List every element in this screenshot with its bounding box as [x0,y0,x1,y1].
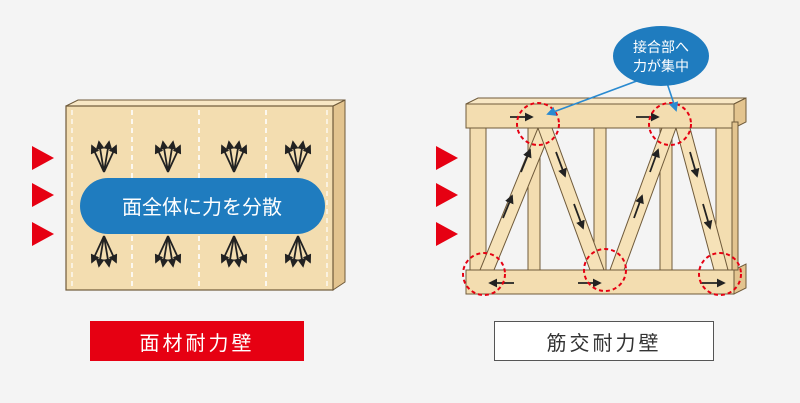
load-arrow-icon [436,222,458,246]
load-arrow-icon [436,183,458,207]
distribution-pill [80,178,325,234]
top-plate-end [733,97,747,129]
panel-wall-caption: 面材耐力壁 [90,321,304,361]
right-load-arrows [436,146,458,246]
braced-frame-wall [465,97,747,295]
post-side [731,121,739,271]
callout-text-line2: 力が集中 [633,58,689,75]
distribution-arrows-top [90,140,312,173]
post [469,127,487,271]
callout-text-line1: 接合部へ [633,39,689,56]
joint-circle [462,252,506,296]
joint-callout: 接合部へ 力が集中 [546,26,709,116]
top-plate-top [465,97,747,105]
top-plate [465,103,735,129]
load-arrow-icon [32,222,54,246]
panel-side-face [332,99,346,291]
brace [675,127,729,271]
load-arrow-icon [32,146,54,170]
joint-circle [516,102,560,146]
braced-wall-caption: 筋交耐力壁 [494,321,714,361]
load-arrow-icon [32,183,54,207]
panel-top-face [65,99,346,107]
callout-bubble [613,26,709,86]
left-load-arrows [32,146,54,246]
load-arrow-icon [436,146,458,170]
distribution-text: 面全体に力を分散 [122,195,282,219]
joint-circle [698,252,742,296]
joint-circle [583,248,627,292]
brace [479,127,553,271]
bottom-plate-end [733,263,747,295]
structural-panel-wall: 面全体に力を分散 [65,99,346,291]
brace [537,127,605,271]
distribution-arrows-bottom [90,235,312,268]
